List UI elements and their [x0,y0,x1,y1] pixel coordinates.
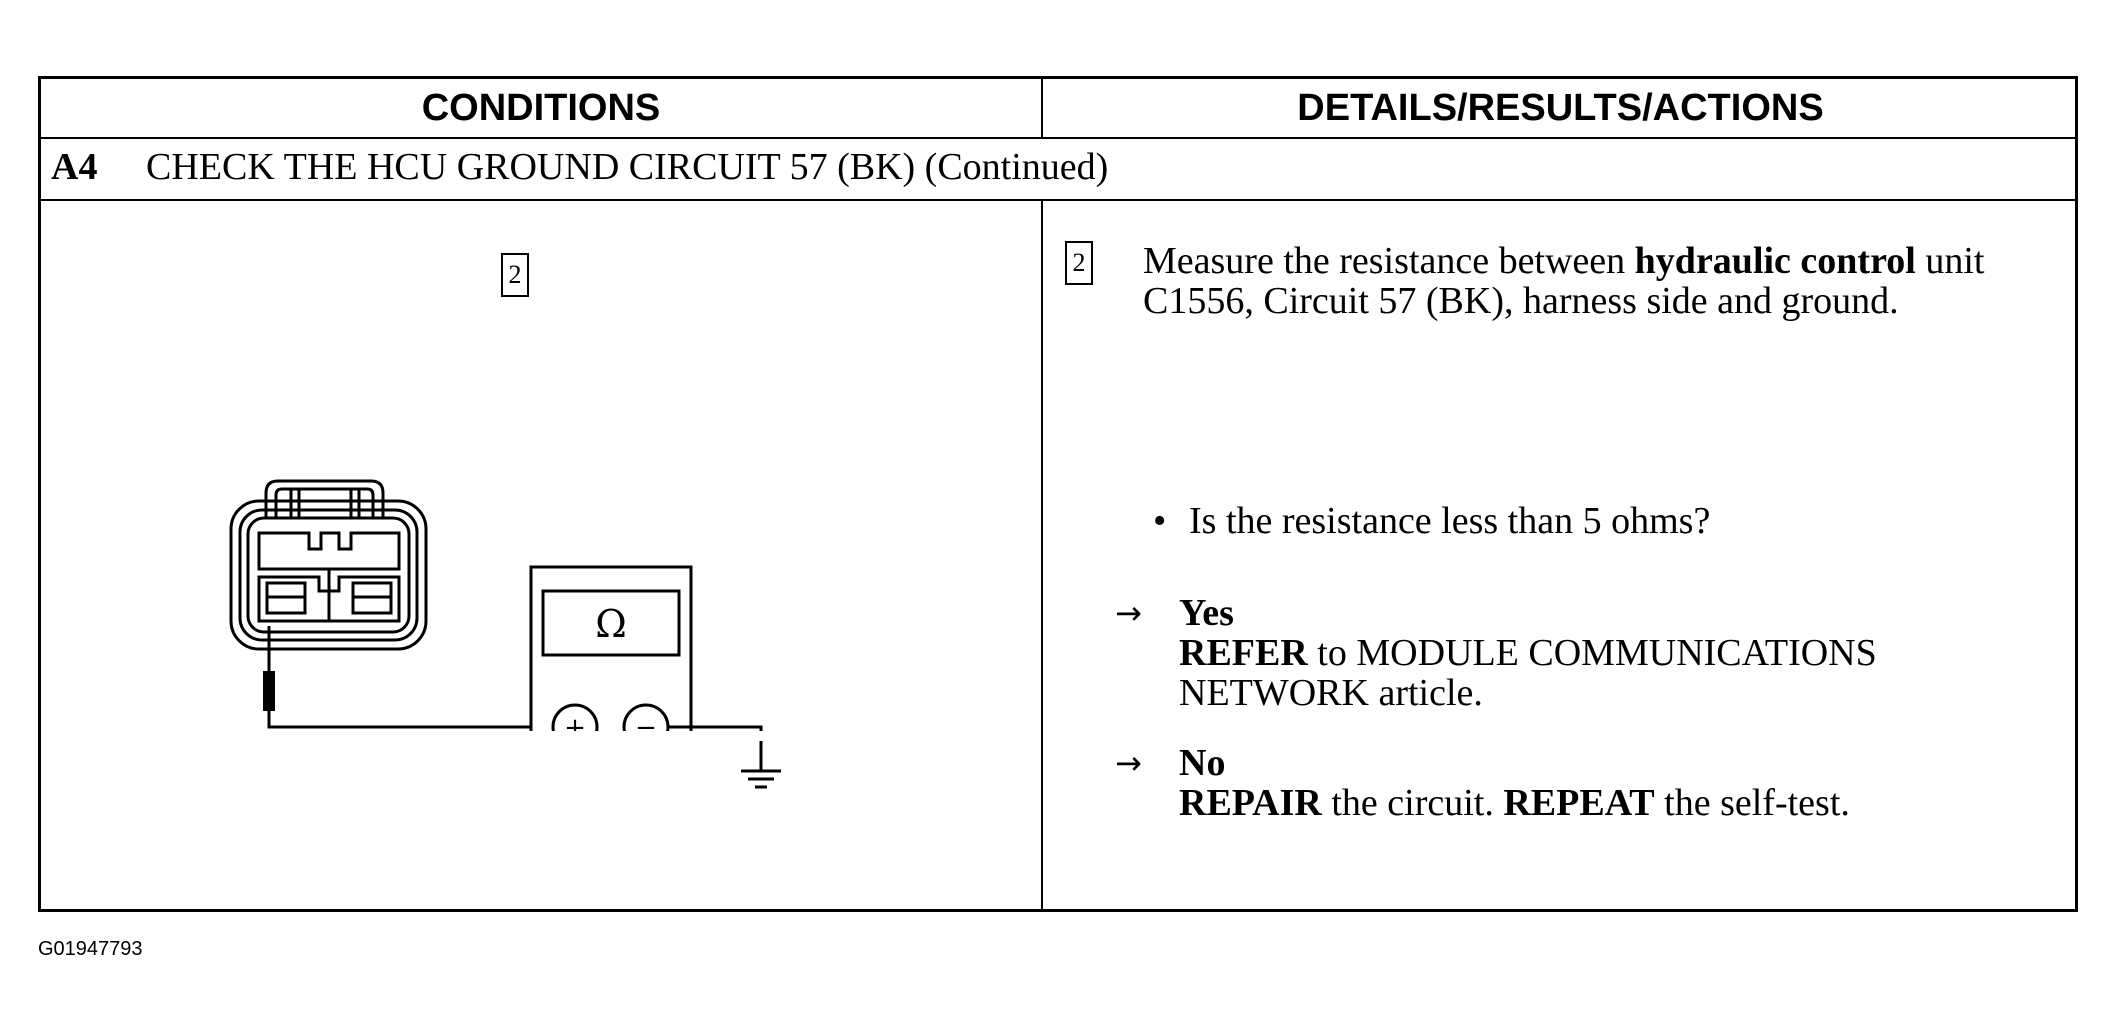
no-result: → No REPAIR the circuit. REPEAT the self… [1115,742,1850,824]
arrow-right-icon: → [1115,744,1142,782]
instruction-text-2: unit C1556, Circuit 57 (BK), harness sid… [1143,240,1985,322]
ohm-symbol: Ω [595,602,627,646]
probe-icon [263,626,275,711]
measurement-instruction: Measure the resistance between hydraulic… [1143,241,2063,321]
ground-icon [741,741,781,789]
instruction-text-bold: hydraulic control [1634,240,1916,282]
no-label: No [1179,742,1226,784]
step-title-row: A4 CHECK THE HCU GROUND CIRCUIT 57 (BK) … [41,139,2075,201]
arrow-right-icon: → [1115,594,1142,632]
header-details: DETAILS/RESULTS/ACTIONS [1297,87,1824,129]
negative-lead-wire [668,725,763,731]
resistance-measurement-diagram: Ω + − [229,479,763,731]
instruction-text-1: Measure the resistance between [1143,240,1635,282]
positive-lead-wire [267,711,555,729]
step-id: A4 [51,146,98,188]
ohmmeter-icon: Ω + − [529,565,693,731]
step-title: CHECK THE HCU GROUND CIRCUIT 57 (BK) (Co… [146,146,1109,188]
yes-result: → Yes REFER to MODULE COMMUNICATIONS NET… [1115,592,1877,714]
minus-symbol: − [635,713,657,731]
no-action-bold-1: REPAIR [1179,782,1322,824]
conditions-step-marker: 2 [501,253,529,297]
header-conditions: CONDITIONS [421,87,661,129]
yes-action-bold: REFER [1179,632,1308,674]
yes-action-text-2: NETWORK article. [1179,672,1483,714]
table-header-row: CONDITIONS DETAILS/RESULTS/ACTIONS [41,79,2075,139]
figure-id: G01947793 [38,938,143,960]
bullet-icon: • [1153,500,1167,542]
step-body-row: 2 [41,201,2075,912]
yes-action-text: to MODULE COMMUNICATIONS [1307,632,1877,674]
positive-terminal-icon [551,703,599,731]
question-line: • Is the resistance less than 5 ohms? [1153,499,1711,543]
diagnostic-table: CONDITIONS DETAILS/RESULTS/ACTIONS A4 CH… [38,76,2078,912]
no-action-text-1: the circuit. [1321,782,1504,824]
plus-symbol: + [564,713,586,731]
question-text: Is the resistance less than 5 ohms? [1189,500,1711,542]
yes-label: Yes [1179,592,1234,634]
details-step-marker: 2 [1065,241,1093,285]
header-divider [1041,79,1043,137]
no-action-text-2: the self-test. [1654,782,1850,824]
column-divider [1041,201,1043,912]
connector-icon [229,479,428,651]
no-action-bold-2: REPEAT [1503,782,1655,824]
